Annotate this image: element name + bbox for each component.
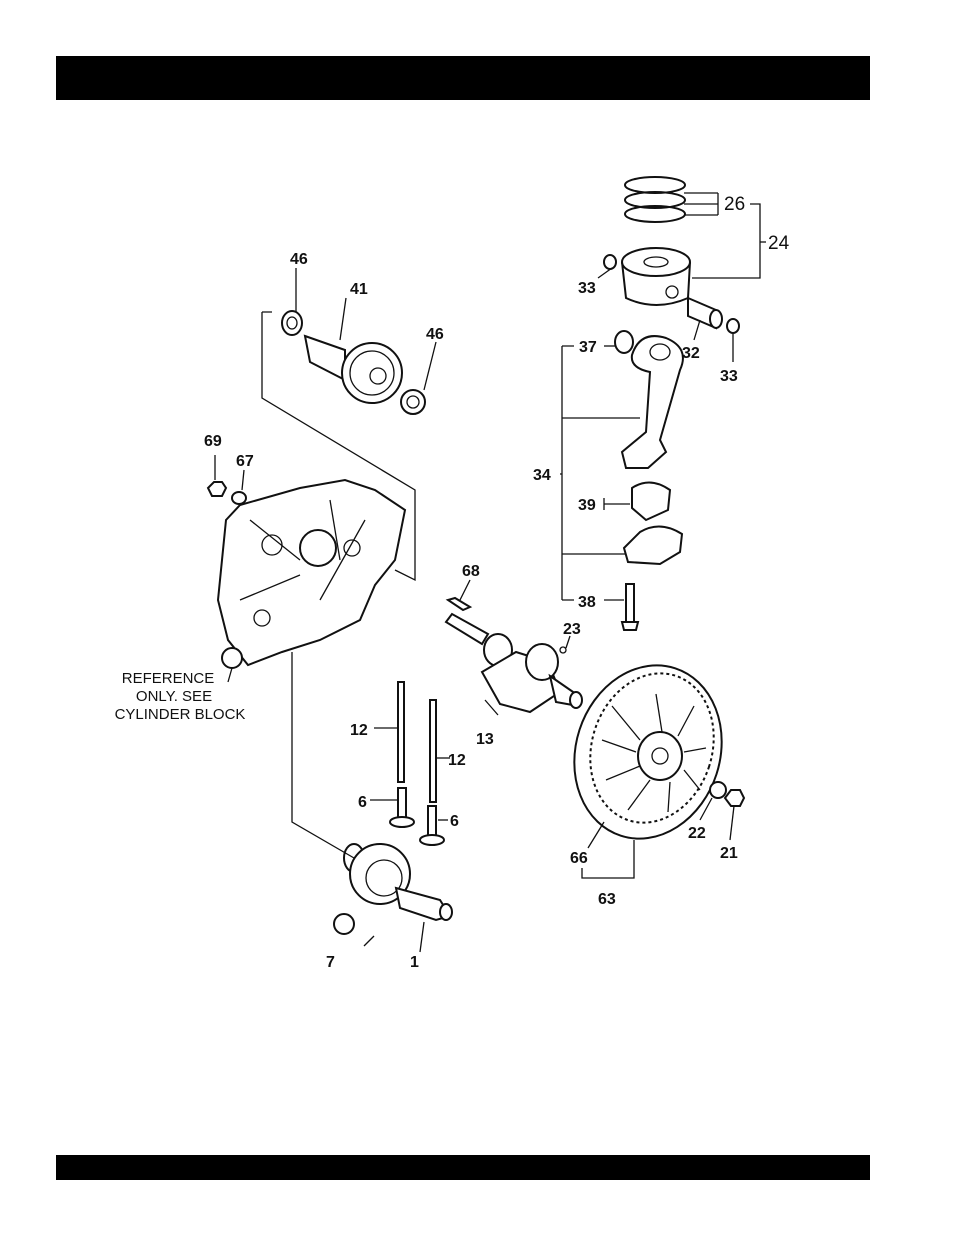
- callout-41: 41: [350, 281, 368, 298]
- callout-46-right: 46: [426, 326, 444, 343]
- callout-39: 39: [578, 497, 596, 514]
- washer: [232, 492, 246, 504]
- callout-32: 32: [682, 345, 700, 362]
- flywheel: [552, 646, 743, 858]
- callout-6: 6: [358, 794, 367, 811]
- reference-note-line1: REFERENCE: [122, 670, 215, 687]
- callout-7: 7: [326, 954, 335, 971]
- callout-1: 1: [410, 954, 419, 971]
- callout-12-right: 12: [448, 752, 466, 769]
- balancer-shaft: [282, 311, 425, 414]
- crankcase-cover: [218, 480, 405, 668]
- callout-37: 37: [579, 339, 597, 356]
- callout-63: 63: [598, 891, 616, 908]
- piston-pin-clip-right: [727, 319, 739, 333]
- piston-pin: [688, 298, 722, 328]
- callout-21: 21: [720, 845, 738, 862]
- piston: [622, 248, 690, 305]
- crankshaft: [446, 614, 582, 712]
- callout-38: 38: [578, 594, 596, 611]
- flywheel-washer: [710, 782, 726, 798]
- callout-6-right: 6: [450, 813, 459, 830]
- callout-23: 23: [563, 621, 581, 638]
- reference-note: REFERENCE ONLY. SEE CYLINDER BLOCK: [115, 670, 246, 723]
- callout-69: 69: [204, 433, 222, 450]
- nut: [208, 482, 226, 496]
- callout-33: 33: [578, 280, 596, 297]
- callout-46: 46: [290, 251, 308, 268]
- reference-note-line2: ONLY. SEE: [136, 688, 212, 705]
- callout-34: 34: [533, 467, 551, 484]
- push-rods: [390, 682, 444, 845]
- callout-22: 22: [688, 825, 706, 842]
- callout-12: 12: [350, 722, 368, 739]
- flywheel-nut: [725, 790, 744, 806]
- callout-67: 67: [236, 453, 254, 470]
- callout-68: 68: [462, 563, 480, 580]
- callout-24: 24: [768, 233, 790, 254]
- callout-13: 13: [476, 731, 494, 748]
- callout-66: 66: [570, 850, 588, 867]
- crankshaft-key: [448, 598, 470, 610]
- callout-26: 26: [724, 194, 745, 215]
- crank-pin-clip: [560, 647, 566, 653]
- callout-33-right: 33: [720, 368, 738, 385]
- reference-note-line3: CYLINDER BLOCK: [115, 706, 246, 723]
- piston-pin-clip: [604, 255, 616, 269]
- piston-rings: [625, 177, 685, 222]
- camshaft: [334, 844, 452, 934]
- connecting-rod: [615, 331, 683, 630]
